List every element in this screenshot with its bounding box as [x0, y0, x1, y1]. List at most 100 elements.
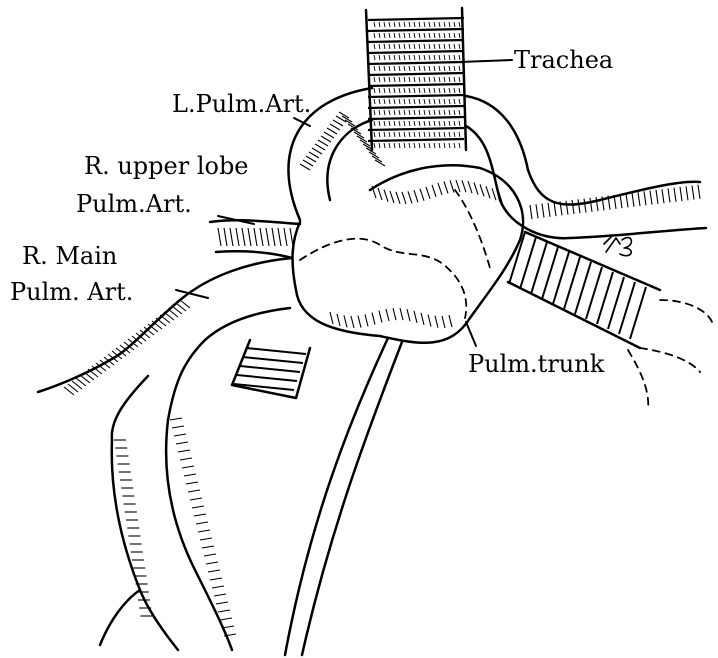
hatch-stroke: [379, 99, 380, 104]
hatch-stroke: [439, 55, 440, 60]
hatch-stroke: [414, 66, 415, 71]
hatch-stroke: [459, 22, 460, 27]
hatch-stroke: [389, 110, 390, 115]
hatch-stroke: [414, 190, 418, 202]
hatch-stroke: [389, 77, 390, 82]
hatch-stroke: [439, 110, 440, 115]
hatch-stroke: [379, 55, 380, 60]
hatch-stroke: [530, 205, 532, 219]
right-upper-lobe-artery-drawing: [210, 220, 300, 258]
hatch-stroke: [389, 99, 390, 104]
hatch-stroke: [399, 33, 400, 38]
hatch-stroke: [399, 121, 400, 126]
hatch-stroke: [454, 33, 455, 38]
hatch-stroke: [374, 99, 375, 104]
hatch-stroke: [444, 55, 445, 60]
hatch-stroke: [404, 99, 405, 104]
hatch-stroke: [389, 88, 390, 93]
hatch-stroke: [384, 132, 385, 137]
hatch-stroke: [368, 18, 464, 20]
hatch-stroke: [424, 132, 425, 137]
hatch-stroke: [449, 22, 450, 27]
hatch-stroke: [434, 66, 435, 71]
hatch-stroke: [390, 191, 394, 203]
hatch-stroke: [474, 183, 478, 195]
hatch-stroke: [394, 121, 395, 126]
hatch-stroke: [254, 228, 257, 246]
label-r-upper-lobe-line1: R. upper lobe: [84, 152, 249, 180]
hatch-stroke: [404, 66, 405, 71]
hatch-stroke: [344, 315, 347, 327]
hatch-stroke: [184, 474, 196, 476]
hatch-stroke: [680, 187, 682, 201]
hatch-stroke: [434, 121, 435, 126]
hatch-stroke: [389, 143, 390, 148]
hatch-stroke: [394, 22, 395, 27]
left-pulmonary-artery-drawing: [288, 88, 706, 238]
hatch-stroke: [384, 88, 385, 93]
hatch-stroke: [548, 203, 550, 217]
hatch-stroke: [404, 143, 405, 148]
hatch-stroke: [414, 55, 415, 60]
hatch-stroke: [426, 187, 430, 199]
hatch-stroke: [379, 22, 380, 27]
hatch-stroke: [178, 450, 190, 452]
hatch-stroke: [429, 143, 430, 148]
hatch-stroke: [459, 121, 460, 126]
hatch-stroke: [284, 228, 287, 246]
hatch-stroke: [300, 164, 310, 170]
hatch-stroke: [368, 29, 464, 31]
hatch-stroke: [520, 237, 536, 289]
hatch-stroke: [384, 77, 385, 82]
hatch-stroke: [409, 132, 410, 137]
hatch-stroke: [454, 143, 455, 148]
hatch-stroke: [358, 316, 361, 328]
hatch-stroke: [243, 357, 303, 363]
hatch-stroke: [190, 498, 202, 500]
hatch-stroke: [409, 99, 410, 104]
hatch-stroke: [414, 77, 415, 82]
bronchus-drawing: [232, 340, 310, 398]
hatch-stroke: [374, 33, 375, 38]
hatch-stroke: [542, 247, 558, 299]
hatch-stroke: [374, 88, 375, 93]
hatch-stroke: [379, 66, 380, 71]
hatch-stroke: [389, 44, 390, 49]
hatch-stroke: [424, 143, 425, 148]
hatch-stroke: [330, 124, 340, 130]
hatch-stroke: [218, 610, 230, 612]
hatch-stroke: [434, 88, 435, 93]
hatch-stroke: [424, 110, 425, 115]
right-main-artery-drawing: [38, 258, 292, 650]
hatch-stroke: [449, 33, 450, 38]
hatch-stroke: [566, 201, 568, 215]
hatch-stroke: [419, 88, 420, 93]
hatch-stroke: [434, 143, 435, 148]
hatch-stroke: [389, 66, 390, 71]
hatch-stroke: [368, 51, 464, 53]
hatch-stroke: [449, 66, 450, 71]
hatch-stroke: [200, 538, 212, 540]
hatch-stroke: [454, 88, 455, 93]
hatch-stroke: [434, 44, 435, 49]
label-pulm-trunk: Pulm.trunk: [468, 350, 604, 378]
hatch-stroke: [454, 22, 455, 27]
hatch-stroke: [449, 99, 450, 104]
hatch-stroke: [224, 228, 227, 246]
hatch-stroke: [399, 66, 400, 71]
label-r-main-line1: R. Main: [22, 242, 117, 270]
hatch-stroke: [428, 315, 431, 327]
hatch-stroke: [434, 110, 435, 115]
hatch-stroke: [419, 110, 420, 115]
hatch-stroke: [444, 143, 445, 148]
hatch-stroke: [409, 77, 410, 82]
hatch-stroke: [662, 189, 664, 203]
hatch-stroke: [196, 522, 208, 524]
hatch-stroke: [454, 121, 455, 126]
hatch-stroke: [374, 132, 375, 137]
hatch-stroke: [351, 316, 354, 328]
hatch-stroke: [272, 228, 275, 246]
hatch-stroke: [372, 313, 375, 325]
hatch-stroke: [444, 88, 445, 93]
hatch-stroke: [419, 33, 420, 38]
